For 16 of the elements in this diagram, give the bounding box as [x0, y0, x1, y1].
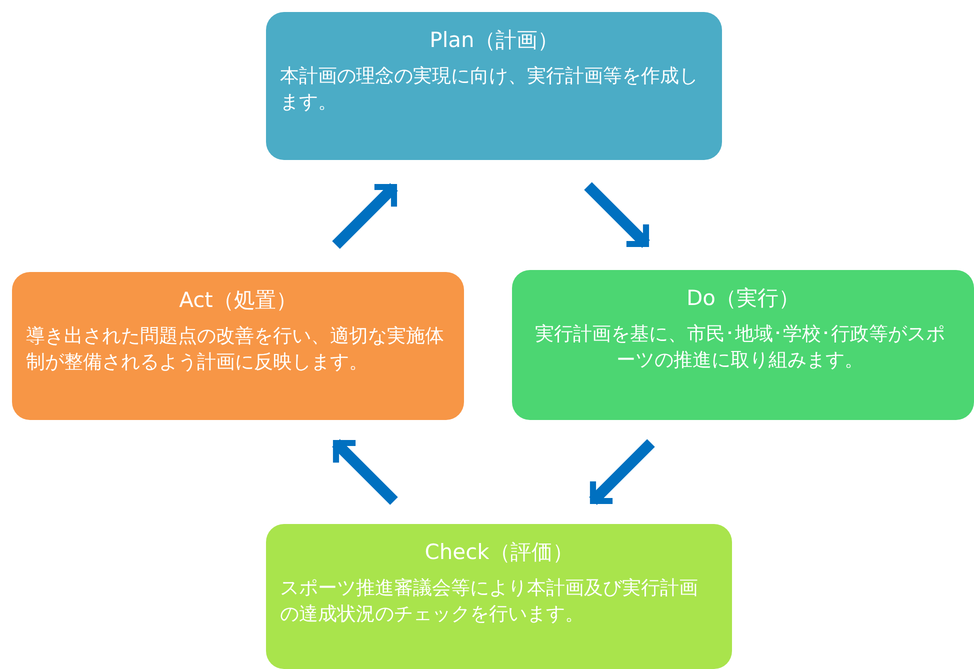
process-box	[512, 270, 974, 420]
arrow	[332, 439, 398, 505]
box-description: スポーツ推進審議会等により本計画及び実行計画の達成状況のチェックを行います。	[280, 576, 699, 627]
process-box	[266, 524, 732, 669]
process-box	[12, 272, 464, 420]
box-title: Act（処置）	[178, 287, 298, 314]
box-title: Check（評価）	[424, 539, 574, 566]
box-description: 導き出された問題点の改善を行い、適切な実施体制が整備されるよう計画に反映します。	[26, 324, 444, 375]
arrow	[584, 182, 650, 248]
box-description: 本計画の理念の実現に向け、実行計画等を作成します。	[280, 64, 699, 115]
arrow	[332, 183, 398, 249]
box-description: 実行計画を基に、市民･地域･学校･行政等がスポーツの推進に取り組みます。	[534, 322, 946, 373]
process-box	[266, 12, 722, 160]
box-title: Plan（計画）	[428, 27, 560, 54]
box-title: Do（実行）	[685, 285, 801, 312]
arrow	[589, 439, 655, 505]
